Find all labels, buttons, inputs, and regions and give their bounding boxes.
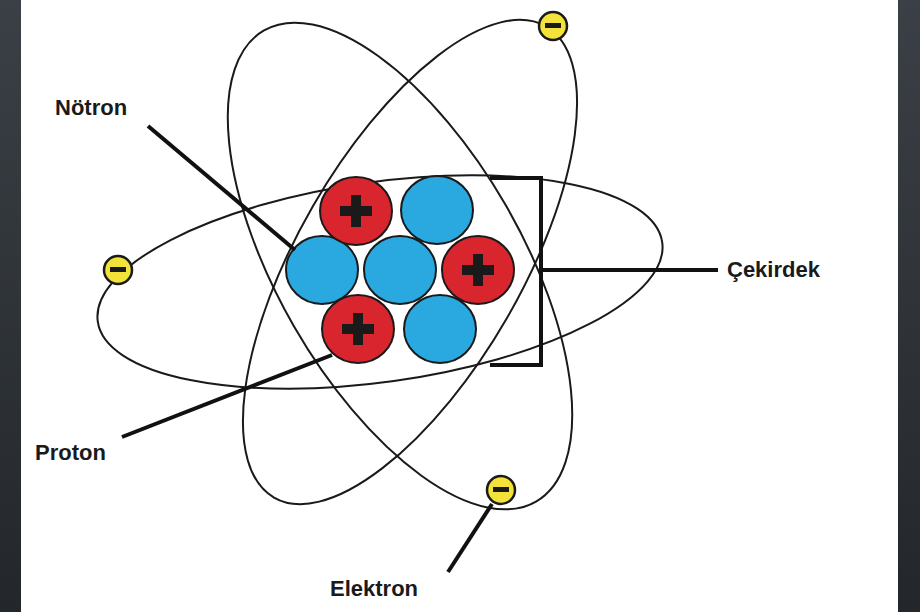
frame-band <box>0 0 21 612</box>
plus-symbols <box>340 195 494 345</box>
label-anchor: Elektron <box>330 576 418 602</box>
neutron <box>401 176 473 244</box>
electron <box>104 256 132 284</box>
part-label: Elektron <box>330 576 418 602</box>
proton <box>322 295 394 363</box>
minus-symbol <box>110 267 126 272</box>
label-anchor: Nötron <box>55 95 127 121</box>
orbits <box>84 0 676 563</box>
frame-band <box>898 0 920 612</box>
minus-symbol <box>545 23 561 28</box>
leaders <box>122 126 718 572</box>
part-label: Proton <box>35 440 106 466</box>
electron <box>487 476 515 504</box>
proton <box>320 177 392 245</box>
electrons <box>104 12 567 504</box>
proton <box>442 236 514 304</box>
neutron <box>404 295 476 363</box>
electron <box>539 12 567 40</box>
orbit <box>158 0 641 563</box>
leader-line <box>541 268 718 272</box>
neutron <box>286 236 358 304</box>
nucleus-bracket <box>490 178 541 365</box>
leader-line <box>122 355 332 437</box>
neutron <box>364 236 436 304</box>
orbit <box>84 143 676 420</box>
nucleus <box>286 176 514 363</box>
plus-symbol <box>342 313 374 345</box>
plus-symbol <box>462 254 494 286</box>
part-label: Nötron <box>55 95 127 121</box>
label-anchor: Çekirdek <box>727 257 820 283</box>
label-anchor: Proton <box>35 440 106 466</box>
part-label: Çekirdek <box>727 257 820 283</box>
leader-line <box>148 126 295 250</box>
leader-line <box>448 504 492 572</box>
minus-symbol <box>493 487 509 492</box>
plus-symbol <box>340 195 372 227</box>
